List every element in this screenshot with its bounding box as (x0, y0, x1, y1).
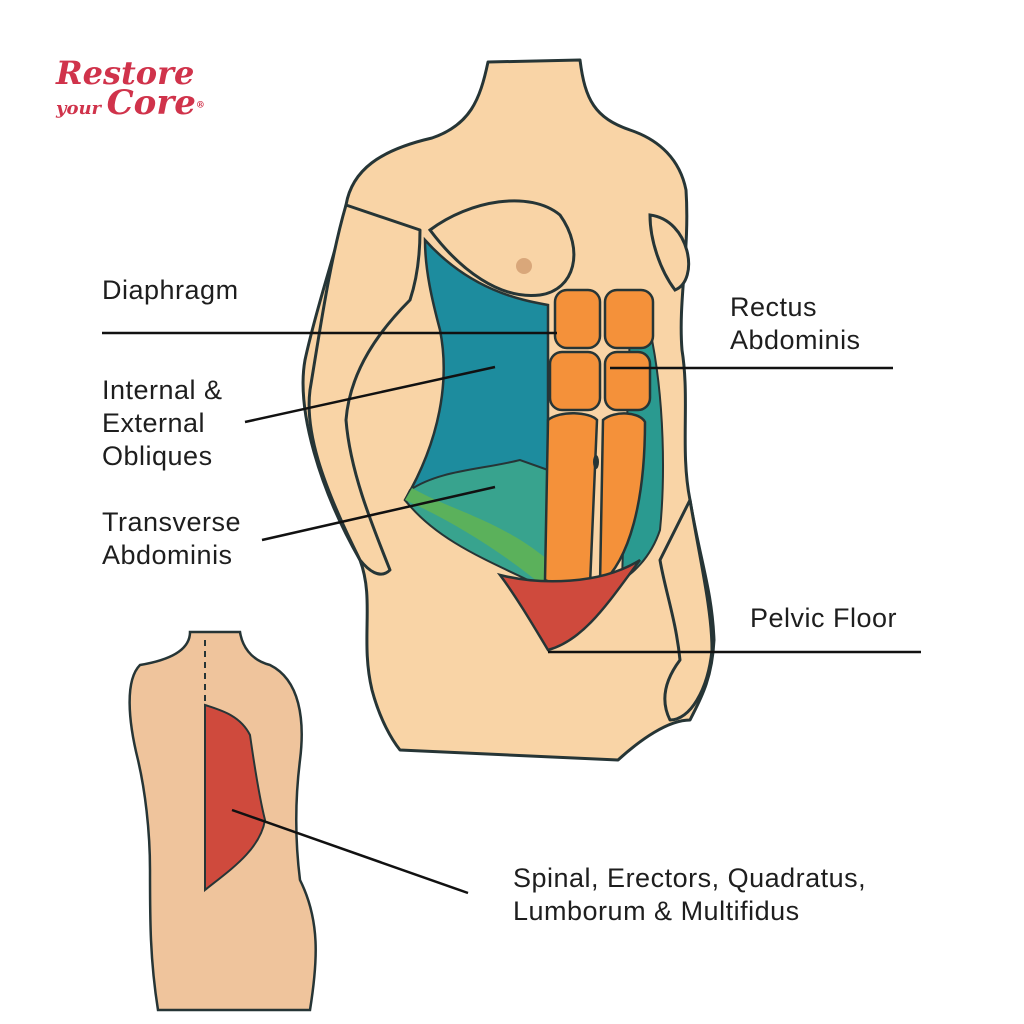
label-rectus-line2: Abdominis (730, 325, 861, 355)
transverse-muscle-lower (405, 488, 548, 590)
label-transverse-line2: Abdominis (102, 540, 233, 570)
logo-registered-mark: ® (195, 100, 205, 111)
logo-line1: Restore (56, 54, 195, 92)
label-transverse: Transverse Abdominis (102, 506, 241, 572)
transverse-line (261, 485, 496, 542)
label-spinal-line2: Lumborum & Multifidus (513, 896, 800, 926)
label-obliques-line2: External (102, 408, 206, 438)
label-diaphragm: Diaphragm (102, 275, 239, 305)
label-spinal: Spinal, Erectors, Quadratus, Lumborum & … (513, 862, 866, 928)
label-obliques-line3: Obliques (102, 441, 213, 471)
rectus-abdominis-muscle (543, 288, 655, 589)
navel (593, 455, 599, 469)
nipple (516, 258, 532, 274)
breast-right (648, 213, 691, 292)
pelvic-floor-muscle (496, 558, 642, 652)
logo-line2: your (56, 98, 102, 119)
spinal-line (231, 808, 469, 895)
breast (427, 199, 576, 298)
logo-line3: Core (106, 83, 196, 123)
obliques-line (244, 365, 496, 424)
right-hand (658, 498, 714, 722)
label-rectus: Rectus Abdominis (730, 291, 861, 357)
left-arm (307, 203, 422, 576)
label-obliques: Internal & External Obliques (102, 374, 223, 473)
label-transverse-line1: Transverse (102, 507, 242, 537)
label-pelvic-floor: Pelvic Floor (750, 603, 898, 633)
restore-your-core-logo: Restore your Core® (56, 54, 205, 124)
label-rectus-line1: Rectus (730, 292, 818, 322)
back-muscles (204, 703, 267, 893)
leader-lines (102, 331, 921, 895)
label-spinal-line1: Spinal, Erectors, Quadratus, (513, 863, 867, 893)
label-obliques-line1: Internal & (102, 375, 223, 405)
